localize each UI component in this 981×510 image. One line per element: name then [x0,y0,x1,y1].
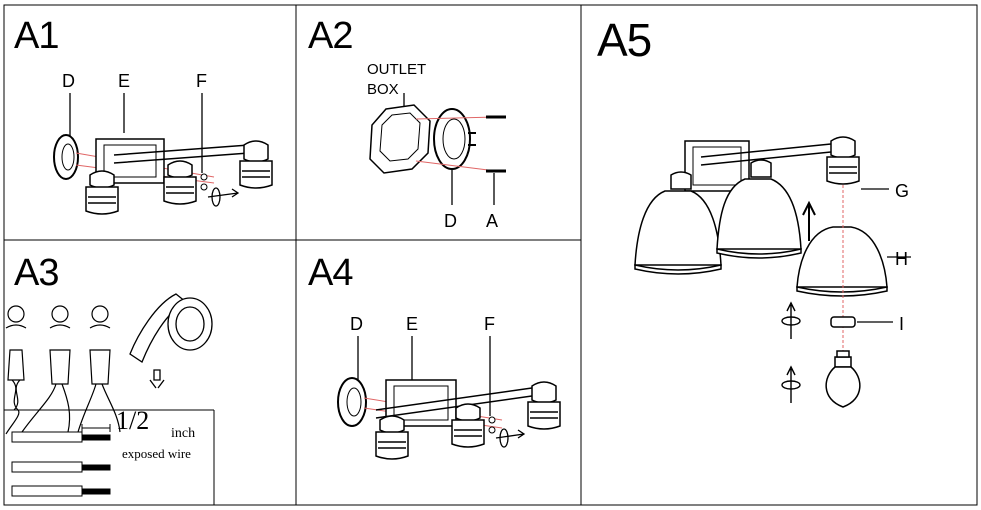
step-title-a2: A2 [308,15,353,57]
panel-a5: A5 G H I [581,5,977,505]
panel-a3: A3 N L ⏚ 1/2 inch exposed wire [4,240,296,505]
fixture-exploded-drawing [53,93,273,215]
mounting-plate [53,134,79,180]
part-label-i: I [899,314,905,334]
part-label-e: E [118,71,131,91]
fixture-mounting-drawing [337,336,561,460]
step-title-a3: A3 [14,252,59,294]
exposed-wire-label: exposed wire [122,446,191,461]
strip-length-unit: inch [171,426,196,441]
part-label-d: D [444,211,457,231]
outlet-box-label-line1: OUTLET [367,61,427,78]
panel-a4: A4 D E F [296,240,581,505]
part-label-f: F [484,314,495,334]
outlet-box-label-line2: BOX [367,81,399,98]
panel-a1: A1 D E F [4,5,296,240]
part-label-g: G [895,181,910,201]
strip-length-fraction: 1/2 [116,406,150,435]
part-label-d: D [350,314,363,334]
step-title-a1: A1 [14,15,59,57]
part-label-h: H [895,249,908,269]
part-label-e: E [406,314,419,334]
part-label-a: A [486,211,499,231]
step-title-a4: A4 [308,252,353,294]
outlet-box-drawing [369,93,506,205]
part-label-d: D [62,71,75,91]
wiring-drawing [4,293,215,505]
step-title-a5: A5 [597,14,652,66]
part-label-f: F [196,71,207,91]
panel-a2: A2 OUTLET BOX D A [296,5,581,240]
shade-and-bulb-drawing [634,136,911,408]
